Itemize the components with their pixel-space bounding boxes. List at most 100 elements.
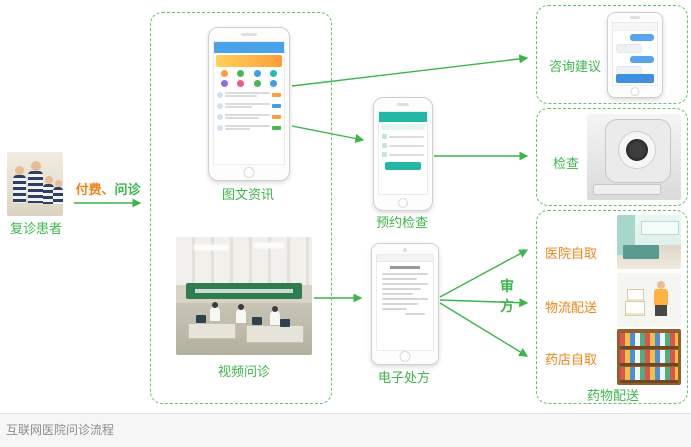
patient-family-photo <box>7 152 63 216</box>
hospital-pickup-photo <box>617 215 681 269</box>
medicine-shelf <box>620 367 678 383</box>
pickup-counter <box>623 245 659 259</box>
doc-line <box>382 283 428 285</box>
parcel-box <box>625 301 645 316</box>
text-lines <box>225 124 270 131</box>
row-tag <box>272 114 281 119</box>
person-figure <box>55 180 62 187</box>
chat-screen <box>612 22 658 86</box>
consult-group-box <box>150 12 332 404</box>
doc-line <box>382 288 422 290</box>
doctor-figure <box>236 304 246 323</box>
home-button <box>243 167 255 178</box>
courier-figure <box>655 305 667 316</box>
prescription-tablet-mockup <box>371 243 439 365</box>
booking-list-row <box>382 143 424 148</box>
app-banner <box>216 55 282 67</box>
advice-group-box: 咨询建议 <box>536 5 688 104</box>
doc-line <box>382 298 428 300</box>
corridor-window <box>641 221 679 235</box>
app-list-row <box>217 91 281 98</box>
doc-line <box>382 278 417 280</box>
room-banner <box>186 283 302 299</box>
doc-line <box>405 313 425 315</box>
video-room-photo <box>176 237 312 355</box>
pay-consult-label: 付费、问诊 <box>66 179 150 198</box>
avatar <box>217 91 223 98</box>
chat-bubble <box>616 44 643 53</box>
prescription-review-label: 审方 <box>500 278 514 314</box>
monitor <box>252 317 262 325</box>
ct-bed <box>593 184 661 195</box>
chat-action-button-shape <box>616 74 654 83</box>
chat-phone-mockup <box>607 12 663 98</box>
drug-delivery-label: 药物配送 <box>586 388 639 403</box>
prescription-screen <box>376 254 434 351</box>
patient-label: 复诊患者 <box>9 221 62 236</box>
logistics-delivery-photo <box>617 273 681 327</box>
doc-line <box>382 273 428 275</box>
app-header-bar <box>214 42 284 53</box>
doc-line <box>382 303 419 305</box>
text-lines <box>225 113 270 120</box>
row-icon <box>382 143 387 148</box>
person-figure <box>45 176 53 184</box>
pay-label-part1: 付费、 <box>75 182 115 197</box>
row-tag <box>272 103 281 108</box>
booking-phone-mockup <box>373 97 433 211</box>
advice-label: 咨询建议 <box>549 59 602 74</box>
row-tag <box>272 125 281 130</box>
ceiling-light <box>254 243 284 248</box>
app-icon <box>220 80 228 87</box>
ct-scanner-photo <box>587 114 681 200</box>
avatar <box>217 113 223 120</box>
e-prescription-label: 电子处方 <box>377 370 430 385</box>
app-sub-bar <box>381 124 425 130</box>
app-list-row <box>217 124 281 131</box>
footer-bar: 互联网医院问诊流程 <box>0 413 691 447</box>
video-consult-label: 视频问诊 <box>217 364 270 379</box>
home-button <box>630 87 640 96</box>
desk <box>188 323 236 339</box>
person-figure <box>28 171 43 203</box>
chat-bubble <box>629 34 654 41</box>
pharmacy-pickup-label: 药店自取 <box>545 352 598 367</box>
text-line <box>389 144 424 147</box>
app-icon <box>220 70 228 77</box>
monitor <box>196 315 206 323</box>
avatar <box>217 124 223 131</box>
app-icon <box>270 70 278 77</box>
app-list-row <box>217 113 281 120</box>
booking-list-row <box>382 152 424 157</box>
person-figure <box>43 184 54 204</box>
text-lines <box>225 91 270 98</box>
booking-list-row <box>382 134 424 139</box>
ct-bore <box>619 132 655 168</box>
person-figure <box>31 161 41 171</box>
exam-group-box: 检查 <box>536 108 688 206</box>
app-icon <box>253 70 261 77</box>
hospital-pickup-label: 医院自取 <box>545 246 598 261</box>
app-icon <box>270 80 278 87</box>
doctor-figure <box>270 306 280 325</box>
text-line <box>389 135 424 138</box>
courier-figure <box>657 281 665 289</box>
doc-header <box>377 255 433 262</box>
person-figure <box>53 187 63 204</box>
page-title: 互联网医院问诊流程 <box>6 423 115 437</box>
row-icon <box>382 134 387 139</box>
doctor-figure <box>210 302 220 321</box>
person-figure <box>13 175 26 203</box>
info-app-screen <box>213 41 285 165</box>
app-header-bar <box>379 112 427 122</box>
medicine-shelf <box>620 350 678 366</box>
home-button <box>399 351 411 362</box>
courier-figure <box>654 289 668 305</box>
confirm-button-shape <box>385 162 421 170</box>
doc-line <box>382 308 408 310</box>
doc-line <box>382 293 413 295</box>
text-lines <box>225 102 270 109</box>
camera-dot <box>403 248 407 252</box>
booking-exam-label: 预约检查 <box>375 215 428 230</box>
